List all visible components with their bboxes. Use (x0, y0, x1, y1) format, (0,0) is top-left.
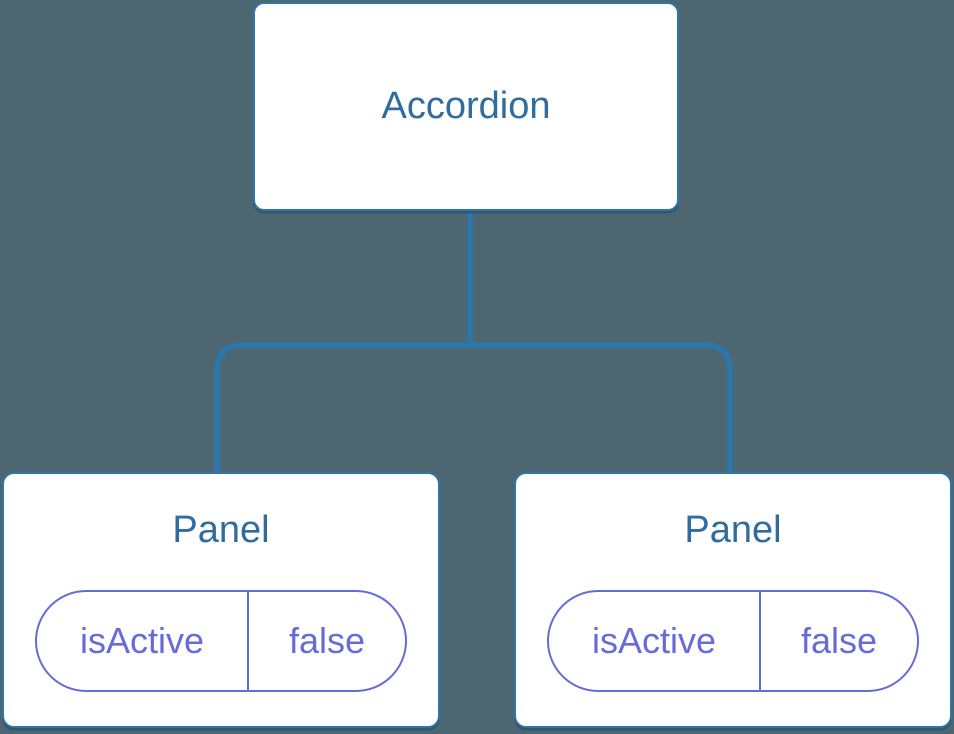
component-label-panel-2: Panel (684, 509, 782, 551)
state-pill-1: isActive false (35, 590, 407, 692)
component-label-accordion: Accordion (381, 85, 551, 127)
state-value-2: false (800, 620, 878, 661)
component-label-panel-1: Panel (172, 509, 270, 551)
component-node-panel-1: Panel isActive false (2, 472, 440, 728)
connector-fork (214, 342, 733, 482)
component-node-accordion: Accordion (253, 2, 679, 211)
state-pill-2: isActive false (547, 590, 919, 692)
state-key-1: isActive (37, 592, 249, 690)
state-key-2: isActive (549, 592, 761, 690)
component-node-panel-2: Panel isActive false (514, 472, 952, 728)
state-value-1: false (288, 620, 366, 661)
